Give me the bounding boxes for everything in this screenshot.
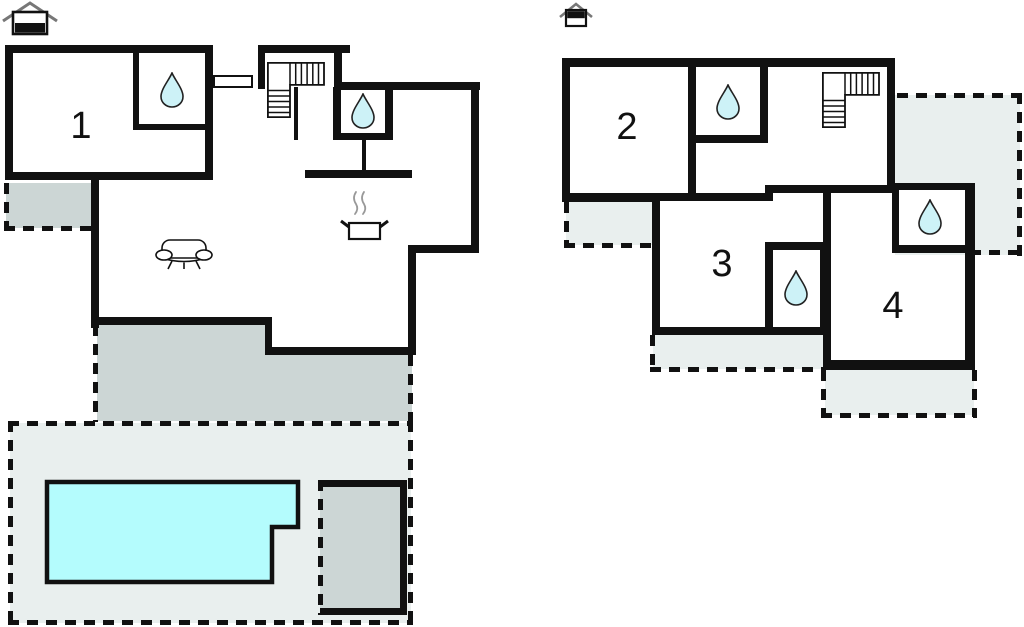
water-drop-icon [716, 84, 740, 120]
wall-segment [91, 172, 99, 328]
dashed-boundary [4, 226, 97, 231]
wall-segment [688, 58, 696, 195]
dashed-boundary [8, 421, 413, 426]
wall-segment [765, 242, 773, 335]
wall-segment [362, 140, 366, 172]
balcony-area [653, 335, 823, 369]
dashed-boundary [4, 183, 9, 231]
wall-segment [265, 317, 272, 355]
dashed-boundary [1017, 93, 1022, 257]
wall-segment [562, 58, 570, 202]
stairs-icon [267, 62, 325, 118]
dashed-boundary [650, 335, 655, 372]
water-drop-icon [784, 270, 808, 306]
wall-segment [562, 193, 657, 202]
wall-segment [413, 245, 479, 253]
wall-segment [562, 58, 895, 67]
dashed-boundary [821, 370, 826, 417]
terrace-area [268, 355, 412, 421]
wall-segment [333, 87, 341, 140]
window-icon [213, 75, 253, 88]
balcony-area [566, 202, 652, 245]
dashed-boundary [821, 413, 977, 418]
wall-segment [338, 82, 480, 90]
wall-segment [471, 82, 479, 253]
stove-icon [340, 191, 389, 241]
wall-segment [688, 135, 768, 143]
wall-segment [258, 45, 350, 53]
dashed-boundary [318, 480, 323, 615]
wall-segment [5, 45, 13, 180]
room-number-label: 3 [711, 243, 733, 285]
wall-segment [91, 317, 272, 325]
pool [44, 479, 301, 585]
dashed-boundary [650, 367, 825, 372]
terrace-area [6, 183, 97, 228]
dashed-boundary [8, 421, 13, 625]
water-drop-icon [160, 72, 184, 108]
sofa-icon [155, 239, 213, 270]
dashed-boundary [897, 93, 1024, 98]
wall-segment [258, 45, 265, 89]
stairs-icon [822, 72, 880, 128]
wall-segment [652, 193, 660, 335]
wall-segment [5, 172, 213, 180]
wall-segment [652, 327, 831, 335]
wall-segment [408, 245, 416, 355]
wall-segment [823, 185, 831, 370]
water-drop-icon [351, 93, 375, 129]
wall-segment [760, 58, 768, 143]
wall-segment [305, 170, 412, 178]
dashed-boundary [564, 202, 569, 247]
balcony-area [825, 370, 974, 415]
wall-segment [294, 87, 298, 140]
dashed-boundary [972, 370, 977, 417]
shed [320, 480, 407, 615]
wall-segment [205, 45, 213, 180]
dashed-boundary [564, 243, 652, 248]
wall-segment [892, 183, 899, 253]
terrace-area [97, 325, 268, 421]
room-number-label: 1 [70, 105, 92, 147]
wall-segment [652, 193, 771, 201]
house-ground-floor-icon [2, 1, 58, 36]
wall-segment [265, 347, 416, 355]
wall-segment [5, 45, 213, 53]
house-upper-floor-icon [559, 2, 593, 28]
wall-segment [765, 185, 773, 201]
wall-segment [892, 183, 975, 190]
wall-segment [887, 58, 895, 190]
wall-segment [823, 360, 975, 370]
room-number-label: 4 [882, 285, 904, 327]
wall-segment [133, 52, 139, 130]
dashed-boundary [408, 355, 413, 423]
dashed-boundary [93, 325, 98, 422]
room-number-label: 2 [616, 106, 638, 148]
wall-segment [892, 245, 975, 253]
wall-segment [765, 242, 828, 250]
wall-segment [965, 183, 975, 368]
wall-segment [385, 87, 393, 140]
wall-segment [334, 45, 342, 89]
dashed-boundary [970, 250, 1024, 255]
dashed-boundary [408, 421, 413, 625]
water-drop-icon [918, 199, 942, 235]
dashed-boundary [8, 620, 413, 625]
wall-segment [333, 133, 393, 140]
wall-segment [133, 124, 211, 130]
